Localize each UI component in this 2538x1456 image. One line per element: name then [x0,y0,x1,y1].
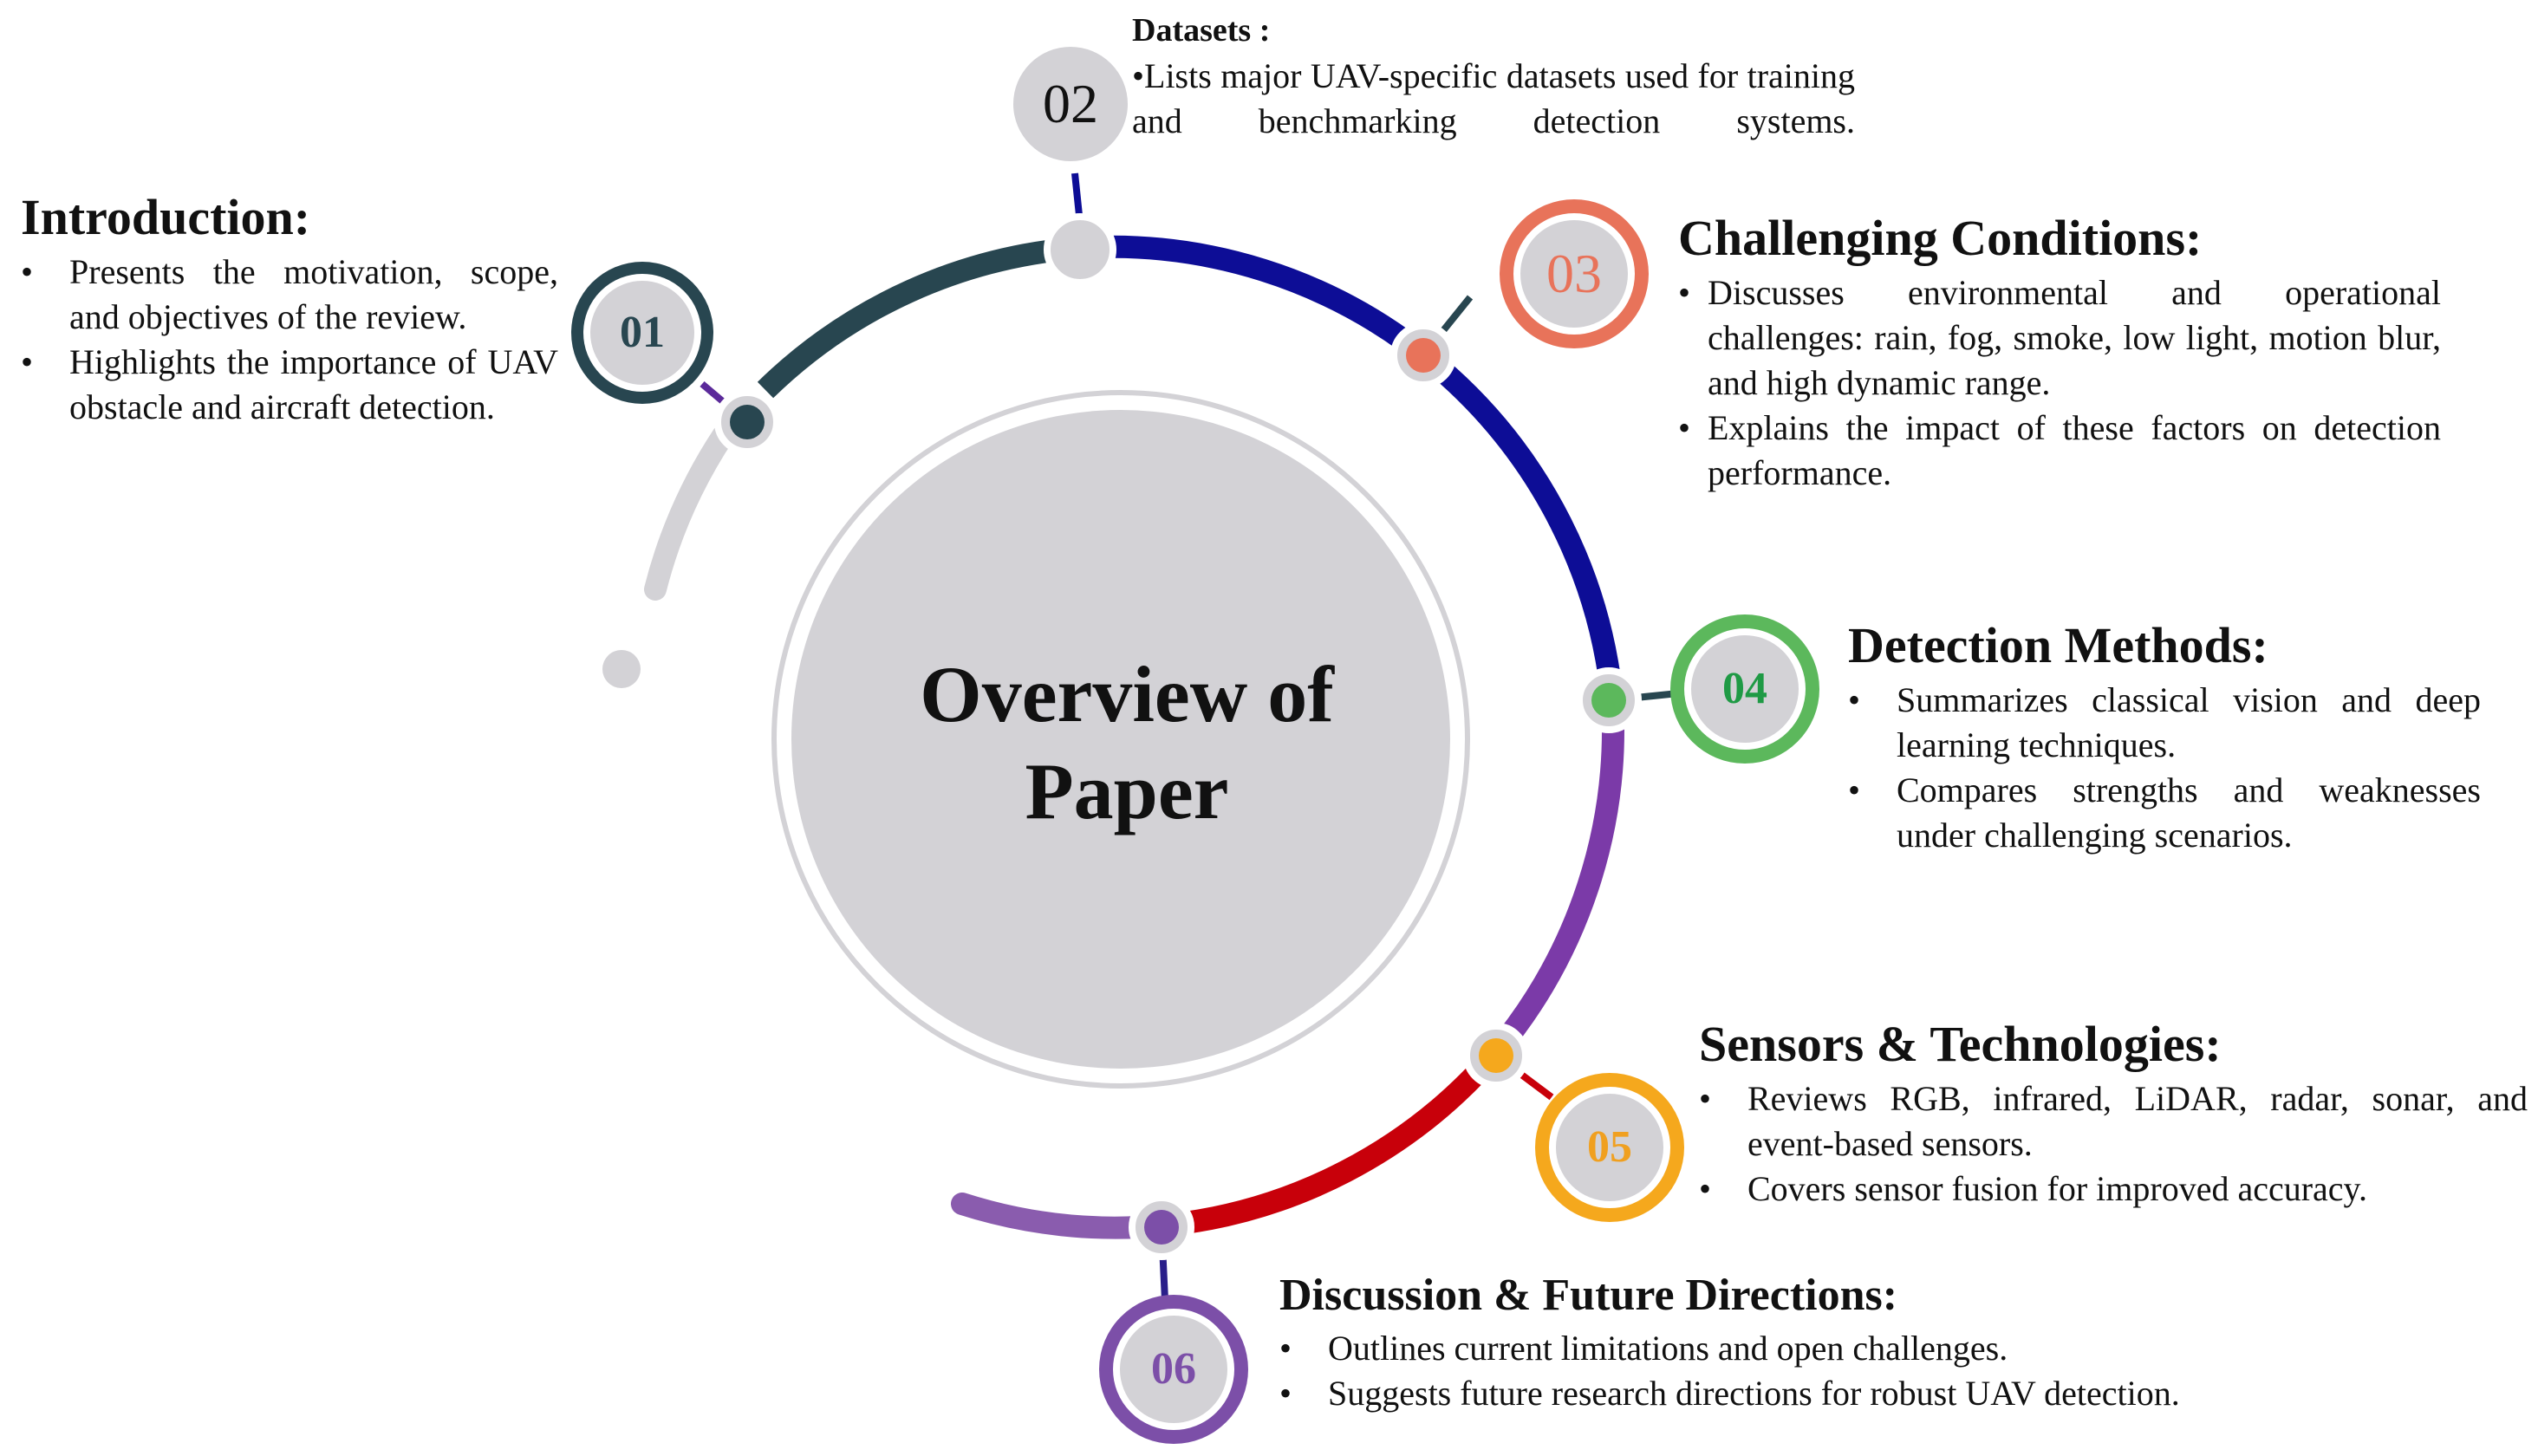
detection-block: Detection Methods: Summarizes classical … [1848,617,2481,858]
challenging-block: Challenging Conditions: Discusses enviro… [1678,210,2441,496]
introduction-bullet-1: Presents the motivation, scope, and obje… [21,250,558,340]
junction-06-core [1144,1210,1179,1245]
arc-detection [1487,699,1624,1061]
center-title-line1: Overview of [920,650,1334,738]
challenging-bullet-1: Discusses environmental and operational … [1678,270,2441,406]
discussion-bullet-1: Outlines current limitations and open ch… [1279,1326,2320,1371]
center-title: Overview of Paper [806,646,1448,840]
center-circle [791,410,1450,1069]
badge-03-inner [1513,213,1635,335]
sensors-bullet-1: Reviews RGB, infrared, LiDAR, radar, son… [1699,1076,2528,1167]
junction-03-core [1406,338,1441,373]
detection-title: Detection Methods: [1848,617,2268,673]
arc-sensors [1162,1045,1504,1237]
badge-01-inner [583,274,701,392]
grey-dot [602,650,641,688]
challenging-bullet-2: Explains the impact of these factors on … [1678,406,2441,496]
discussion-bullets: Outlines current limitations and open ch… [1279,1326,2320,1416]
introduction-title: Introduction: [21,189,311,245]
badge-01-number: 01 [620,308,665,357]
datasets-text: •Lists major UAV-specific datasets used … [1132,56,1855,140]
junction-01-core [730,405,765,439]
sensors-title: Sensors & Technologies: [1699,1016,2222,1072]
badge-05-inner [1549,1087,1670,1208]
discussion-title: Discussion & Future Directions: [1279,1271,1898,1320]
detection-bullet-2: Compares strengths and weaknesses under … [1848,768,2481,858]
sensors-bullet-2: Covers sensor fusion for improved accura… [1699,1167,2528,1212]
discussion-bullet-2: Suggests future research directions for … [1279,1371,2320,1416]
center-title-line2: Paper [1025,747,1229,835]
datasets-title: Datasets : [1132,12,1271,49]
badge-02 [1013,47,1128,161]
badge-04-number: 04 [1722,664,1767,713]
detection-bullet-1: Summarizes classical vision and deep lea… [1848,678,2481,768]
sensors-block: Sensors & Technologies: Reviews RGB, inf… [1699,1016,2528,1212]
challenging-bullets: Discusses environmental and operational … [1678,270,2441,496]
introduction-bullets: Presents the motivation, scope, and obje… [21,250,558,430]
badge-06-number: 06 [1151,1344,1196,1394]
discussion-block: Discussion & Future Directions: Outlines… [1279,1269,2320,1416]
sensors-bullets: Reviews RGB, infrared, LiDAR, radar, son… [1699,1076,2528,1212]
detection-bullets: Summarizes classical vision and deep lea… [1848,678,2481,858]
badge-03-number: 03 [1546,243,1602,304]
badge-05-number: 05 [1587,1122,1632,1172]
junction-05-core [1479,1038,1513,1073]
introduction-bullet-2: Highlights the importance of UAV obstacl… [21,340,558,430]
badge-02-number: 02 [1043,73,1098,134]
badge-04-inner [1684,628,1806,750]
junction-02 [1044,213,1116,286]
challenging-title: Challenging Conditions: [1678,210,2203,266]
introduction-block: Introduction: Presents the motivation, s… [21,189,558,430]
badge-06-inner [1113,1309,1234,1430]
junction-04-core [1591,683,1626,718]
arc-introduction [757,237,1081,399]
